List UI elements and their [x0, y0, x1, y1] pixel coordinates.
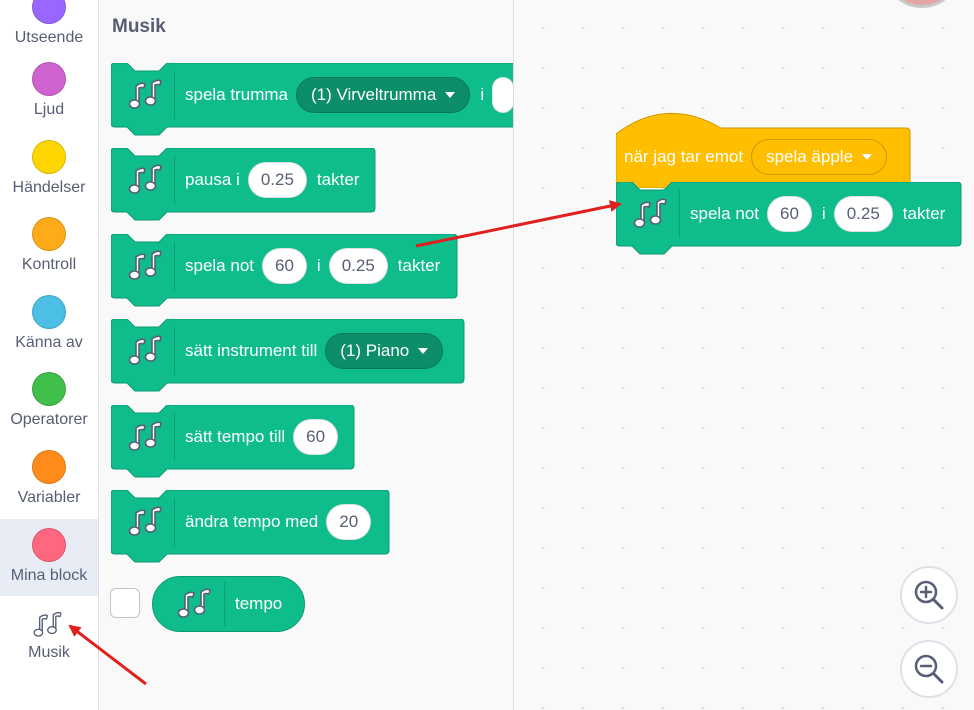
block-text: takter [397, 256, 441, 275]
category-menu: Utseende Ljud Händelser Kontroll Känna a… [0, 0, 99, 710]
block-shape [111, 148, 376, 221]
music-notes-icon [127, 419, 167, 455]
drum-dropdown-value: (1) Virveltrumma [310, 85, 437, 104]
block-shape [111, 490, 390, 563]
caret-down-icon [862, 154, 873, 160]
category-my-blocks-dot [32, 528, 66, 562]
music-block-icon-cell [119, 156, 175, 204]
music-block-icon-cell [119, 498, 175, 546]
category-variables-dot [32, 450, 66, 484]
zoom-out-button[interactable] [900, 640, 958, 698]
music-block-icon-cell [119, 71, 175, 119]
block-text: när jag tar emot [624, 147, 744, 166]
category-control[interactable]: Kontroll [0, 217, 98, 295]
block-text: takter [316, 170, 360, 189]
category-operators-dot [32, 372, 66, 406]
block-shape [111, 405, 355, 478]
palette-category-title: Musik [112, 16, 166, 37]
block-text: spela trumma [185, 85, 288, 104]
category-sound-dot [32, 62, 66, 96]
category-label: Variabler [17, 489, 81, 506]
message-dropdown-value: spela äpple [766, 147, 854, 166]
music-notes-icon [127, 248, 167, 284]
music-notes-icon [176, 586, 216, 622]
block-text: spela not [690, 204, 759, 223]
block-text: sätt tempo till [185, 427, 286, 446]
category-label: Musik [28, 644, 70, 661]
tempo-monitor-checkbox[interactable] [110, 588, 140, 618]
music-block-icon-cell [119, 327, 175, 375]
category-sound[interactable]: Ljud [0, 62, 98, 140]
music-block-icon-cell [167, 582, 225, 626]
script-workspace[interactable]: när jag tar emot spela äpple spela not 6… [515, 0, 974, 710]
beats-input[interactable]: 0.25 [833, 196, 893, 232]
message-dropdown[interactable]: spela äpple [751, 139, 888, 175]
block-palette: Musik spela trumma (1) Virveltrumma i pa… [100, 0, 514, 710]
category-label: Mina block [10, 567, 88, 584]
zoom-in-icon [914, 580, 944, 610]
block-text: ändra tempo med [185, 512, 319, 531]
music-notes-icon [127, 162, 167, 198]
beats-input[interactable]: 0.25 [328, 248, 388, 284]
zoom-out-icon [914, 654, 944, 684]
tempo-input[interactable]: 60 [293, 419, 339, 455]
music-notes-icon [127, 77, 167, 113]
category-sensing[interactable]: Känna av [0, 295, 98, 373]
music-notes-icon [127, 333, 167, 369]
block-text: pausa i [185, 170, 240, 189]
drum-dropdown[interactable]: (1) Virveltrumma [295, 77, 471, 113]
music-block-icon-cell [119, 413, 175, 461]
category-label: Ljud [33, 101, 65, 118]
category-label: Operatorer [10, 411, 88, 428]
block-text: i [316, 256, 321, 275]
block-text: spela not [185, 256, 254, 275]
block-text: sätt instrument till [185, 341, 318, 360]
category-looks-dot [32, 0, 66, 24]
category-label: Kontroll [21, 256, 77, 273]
music-notes-icon [632, 196, 672, 232]
category-looks[interactable]: Utseende [0, 0, 98, 68]
instrument-dropdown[interactable]: (1) Piano [325, 333, 444, 369]
category-music[interactable]: Musik [0, 596, 98, 676]
category-sensing-dot [32, 295, 66, 329]
category-label: Känna av [15, 334, 83, 351]
caret-down-icon [445, 92, 456, 98]
block-text: takter [902, 204, 946, 223]
category-my-blocks[interactable]: Mina block [0, 519, 98, 596]
music-block-icon-cell [119, 242, 175, 290]
caret-down-icon [418, 348, 429, 354]
category-label: Händelser [12, 179, 86, 196]
block-text: tempo [235, 594, 283, 613]
zoom-in-button[interactable] [900, 566, 958, 624]
category-control-dot [32, 217, 66, 251]
category-events-dot [32, 140, 66, 174]
category-label: Utseende [14, 29, 84, 46]
beats-input-partial[interactable] [492, 77, 513, 113]
category-events[interactable]: Händelser [0, 140, 98, 218]
block-text: i [821, 204, 826, 223]
music-block-icon-cell [624, 190, 680, 238]
note-input[interactable]: 60 [767, 196, 812, 232]
music-notes-icon [32, 608, 66, 642]
instrument-dropdown-value: (1) Piano [340, 341, 410, 360]
block-text: i [480, 85, 485, 104]
tempo-reporter-block[interactable]: tempo [152, 576, 306, 632]
note-input[interactable]: 60 [262, 248, 307, 284]
category-operators[interactable]: Operatorer [0, 372, 98, 450]
tempo-change-input[interactable]: 20 [326, 504, 372, 540]
category-variables[interactable]: Variabler [0, 450, 98, 528]
music-notes-icon [127, 504, 167, 540]
beats-input[interactable]: 0.25 [247, 162, 307, 198]
